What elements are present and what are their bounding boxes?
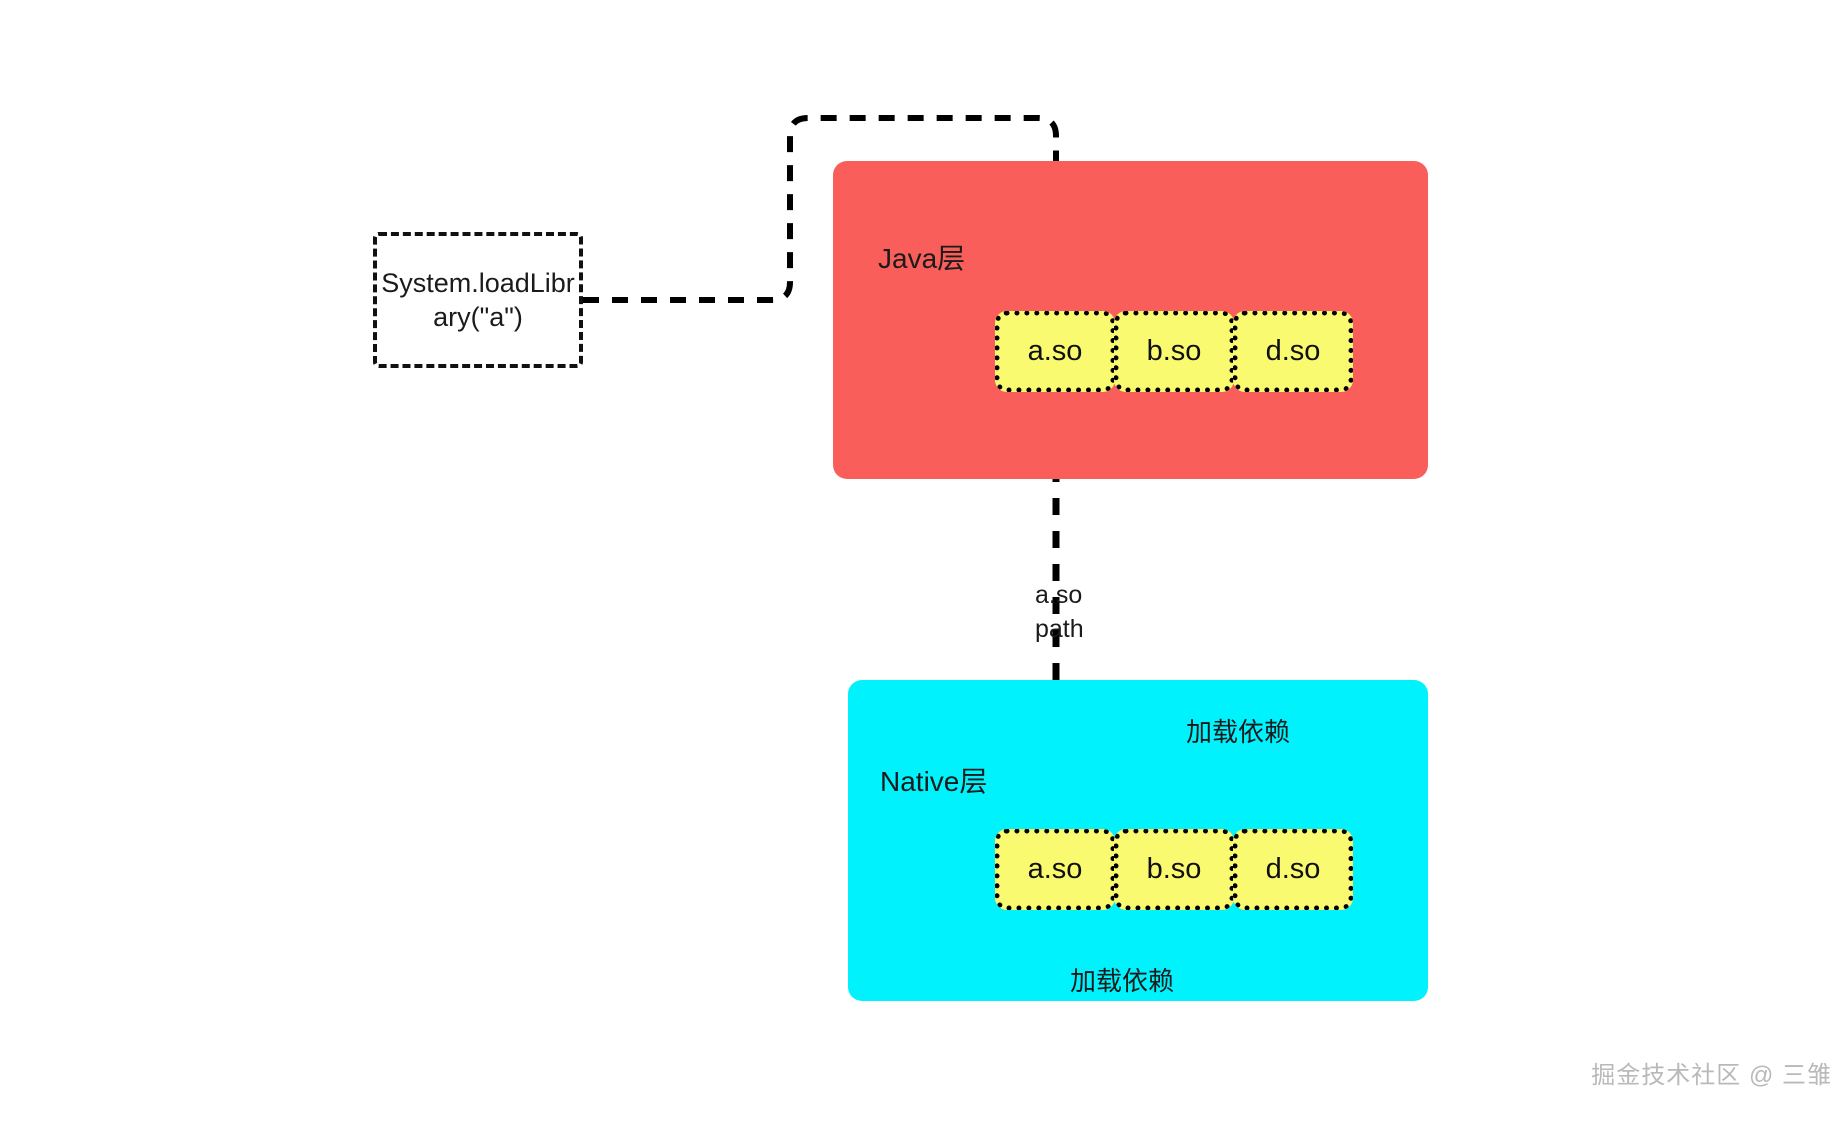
native-module-d-so: d.so bbox=[1233, 829, 1353, 910]
java-module-b-so: b.so bbox=[1114, 311, 1234, 392]
native-module-a-so: a.so bbox=[995, 829, 1115, 910]
loadlibrary-note-box: System.loadLibrary("a") bbox=[373, 232, 583, 368]
java-module-d-so: d.so bbox=[1233, 311, 1353, 392]
so-path-label: a.so path bbox=[1035, 578, 1125, 646]
watermark: 掘金技术社区 @ 三雏 bbox=[1591, 1062, 1832, 1089]
java-layer-title: Java层 bbox=[878, 243, 966, 274]
java-module-a-so: a.so bbox=[995, 311, 1115, 392]
loadlibrary-note-text: System.loadLibrary("a") bbox=[381, 268, 575, 332]
connector-loadlibrary-to-java bbox=[583, 115, 1104, 317]
dependency-label-bottom: 加载依赖 bbox=[1070, 966, 1175, 996]
native-layer-title: Native层 bbox=[880, 766, 988, 797]
java-module-row: a.so b.so d.so bbox=[995, 311, 1353, 392]
so-path-label-line2: path bbox=[1035, 615, 1084, 643]
dependency-label-top: 加载依赖 bbox=[1186, 717, 1291, 747]
native-module-row: a.so b.so d.so bbox=[995, 829, 1353, 910]
native-module-b-so: b.so bbox=[1114, 829, 1234, 910]
so-path-label-line1: a.so bbox=[1035, 581, 1083, 609]
